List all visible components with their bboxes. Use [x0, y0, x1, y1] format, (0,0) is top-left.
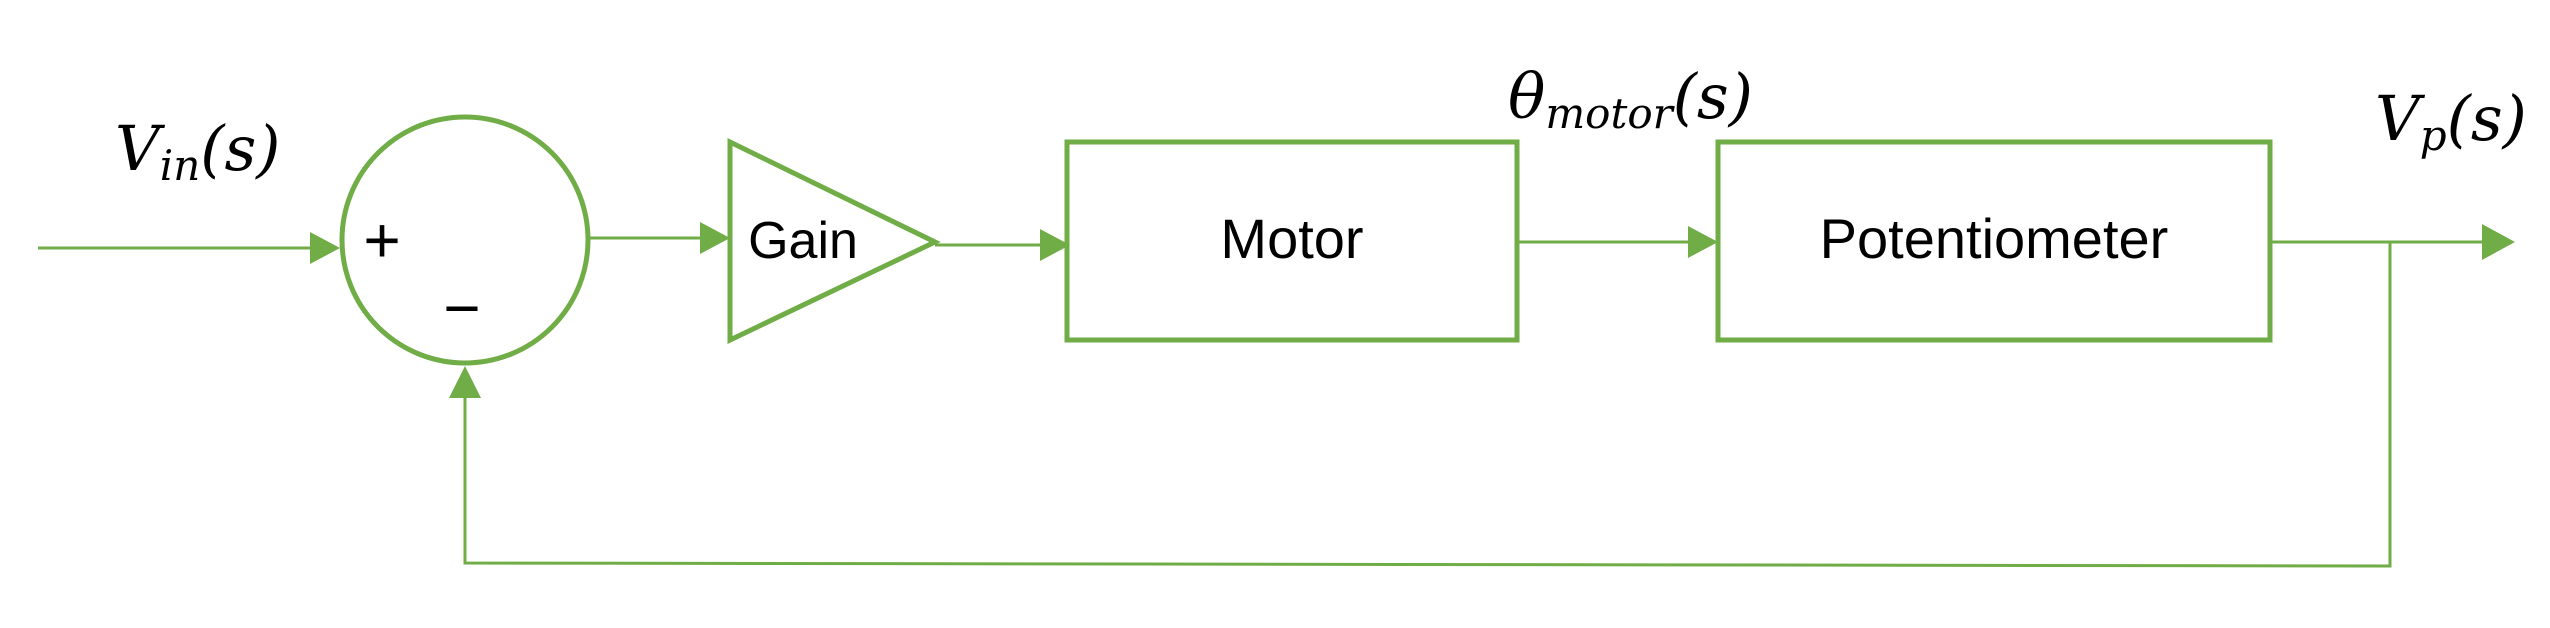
input-signal-arg: (s): [200, 112, 280, 185]
input-arrowhead: [310, 232, 340, 264]
motor-angle-main: θ: [1508, 60, 1545, 133]
summing-plus-sign: +: [363, 204, 400, 276]
input-signal-sub: in: [160, 141, 200, 190]
motor-angle-sub: motor: [1545, 89, 1675, 138]
pot-input-arrowhead: [1688, 226, 1718, 258]
output-signal-arg: (s): [2447, 82, 2527, 155]
summing-junction: [339, 114, 591, 366]
gain-input-arrowhead: [700, 222, 730, 254]
potentiometer-label: Potentiometer: [1820, 207, 2169, 270]
motor-angle-arg: (s): [1673, 60, 1753, 133]
feedback-arrowhead: [449, 366, 481, 398]
output-signal-label: Vp(s): [2375, 82, 2527, 160]
output-signal-main: V: [2375, 82, 2426, 155]
motor-input-arrowhead: [1040, 229, 1070, 261]
summing-minus-sign: −: [443, 272, 480, 344]
motor-label: Motor: [1220, 207, 1363, 270]
motor-angle-label: θmotor(s): [1508, 60, 1753, 138]
feedback-path: [463, 242, 2392, 568]
output-signal-sub: p: [2420, 111, 2447, 160]
input-signal-label: Vin(s): [115, 112, 280, 190]
gain-block: [727, 137, 941, 344]
input-signal-main: V: [115, 112, 166, 185]
gain-label: Gain: [748, 212, 858, 270]
output-arrowhead: [2482, 224, 2515, 260]
